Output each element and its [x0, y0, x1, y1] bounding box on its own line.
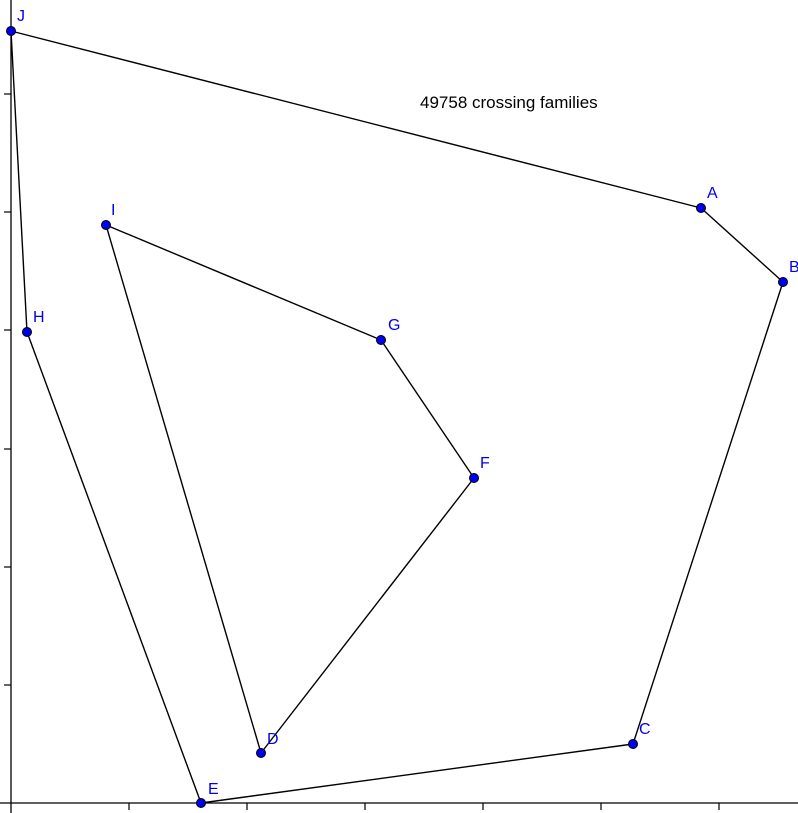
- point-label-G: G: [388, 317, 400, 334]
- edge-GF: [380, 339, 475, 479]
- point-label-B: B: [789, 259, 798, 276]
- point-label-F: F: [480, 455, 490, 472]
- points: A B C D E F G H I J: [6, 8, 798, 808]
- point-label-H: H: [33, 309, 45, 326]
- point-I[interactable]: [101, 220, 111, 230]
- edge-BC: [632, 281, 784, 745]
- edge-EH: [26, 331, 202, 804]
- edge-DI: [105, 224, 262, 754]
- point-label-C: C: [639, 721, 651, 738]
- point-label-J: J: [17, 8, 25, 25]
- point-A[interactable]: [696, 203, 706, 213]
- point-H[interactable]: [22, 327, 32, 337]
- point-label-I: I: [111, 202, 115, 219]
- edge-AB: [700, 207, 784, 283]
- crossing-families-note: 49758 crossing families: [420, 93, 598, 112]
- point-E[interactable]: [196, 798, 206, 808]
- point-B[interactable]: [778, 277, 788, 287]
- edge-JA: [10, 30, 702, 209]
- edge-CE: [200, 743, 634, 804]
- point-J[interactable]: [6, 26, 16, 36]
- point-G[interactable]: [376, 335, 386, 345]
- point-label-E: E: [208, 781, 219, 798]
- polygon-edges: [10, 30, 784, 804]
- point-label-A: A: [707, 185, 718, 202]
- point-D[interactable]: [256, 748, 266, 758]
- edge-HJ: [10, 30, 28, 333]
- point-C[interactable]: [628, 739, 638, 749]
- point-F[interactable]: [469, 473, 479, 483]
- axis-ticks: [4, 93, 720, 810]
- edge-IG: [105, 224, 382, 341]
- edge-FD: [260, 477, 475, 754]
- point-label-D: D: [267, 731, 279, 748]
